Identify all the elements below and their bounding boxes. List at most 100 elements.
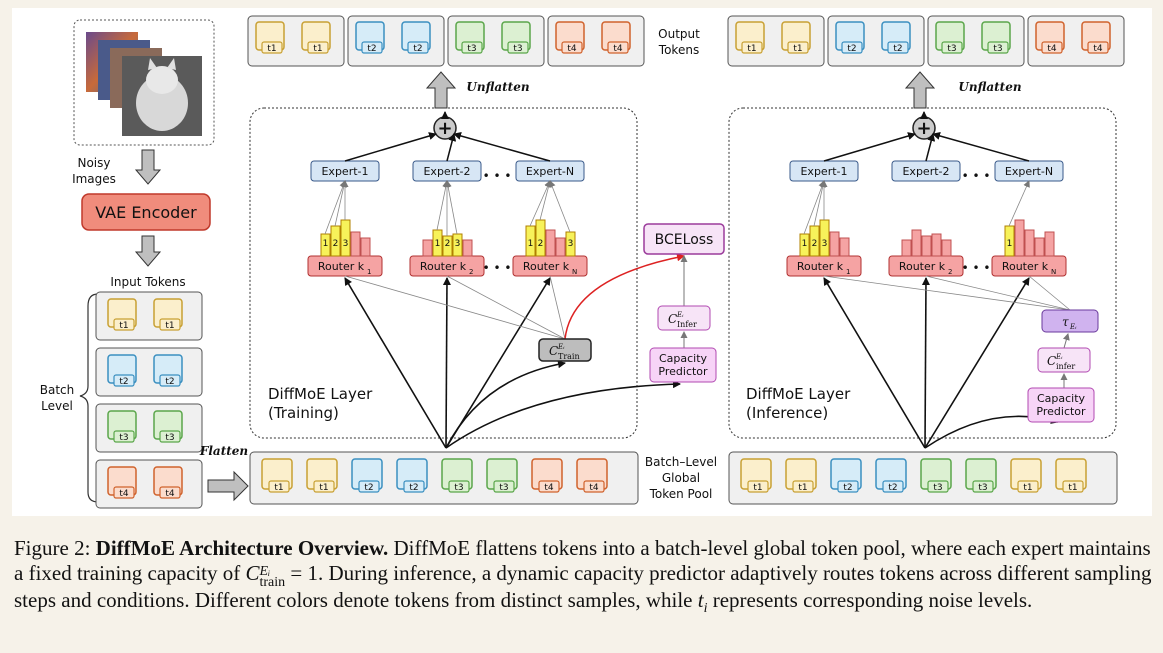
token-label: t4 — [613, 44, 623, 54]
router-score-bar — [340, 219, 351, 257]
pool-label-2: Global — [662, 471, 700, 485]
caption-bold: DiffMoE Architecture Overview. — [95, 536, 389, 560]
token-t1: t1 — [781, 21, 811, 54]
token-label: t2 — [367, 44, 376, 54]
token-label: t1 — [1068, 483, 1077, 493]
unflatten-label-inference: Unflatten — [958, 80, 1021, 94]
token-label: t1 — [267, 44, 276, 54]
router-sub: N — [572, 268, 577, 276]
token-t3: t3 — [965, 458, 997, 493]
rank-label: 1 — [528, 239, 534, 249]
rank-label: 2 — [333, 239, 339, 249]
router-score-bar — [1044, 231, 1055, 257]
router-score-bar — [442, 235, 453, 257]
router-label: Router k — [420, 260, 467, 273]
rank-label: 1 — [802, 239, 808, 249]
token-label: t4 — [567, 44, 577, 54]
token-label: t3 — [119, 433, 128, 443]
down-arrow-2 — [134, 235, 162, 267]
rank-label: 1 — [435, 239, 441, 249]
flatten-arrow — [207, 470, 249, 502]
token-label: t2 — [165, 377, 174, 387]
token-t1: t1 — [740, 458, 772, 493]
token-t3: t3 — [441, 458, 473, 493]
router-label: Router k — [899, 260, 946, 273]
token-label: t3 — [165, 433, 174, 443]
token-t4: t4 — [153, 466, 183, 499]
expert-label: Expert-2 — [902, 165, 949, 178]
figure-caption: Figure 2: DiffMoE Architecture Overview.… — [14, 536, 1154, 621]
c-infer-inference-sub: infer — [1056, 362, 1075, 371]
capacity-predictor-training-l2: Predictor — [658, 365, 708, 378]
token-t1: t1 — [735, 21, 765, 54]
token-t1: t1 — [306, 458, 338, 493]
rank-label: 1 — [323, 239, 329, 249]
c-infer-train-box — [657, 305, 711, 331]
token-t4: t4 — [531, 458, 563, 493]
router-score-bar — [931, 233, 942, 257]
caption-math-sup: Eᵢ — [259, 563, 271, 579]
tau-sub: Eᵢ — [1069, 323, 1077, 331]
caption-ti: t — [697, 587, 704, 612]
noisy-images-box — [73, 19, 215, 146]
token-label: t3 — [499, 483, 508, 493]
bceloss-label: BCELoss — [655, 232, 714, 248]
c-train-box — [538, 338, 592, 362]
token-t1: t1 — [261, 458, 293, 493]
router-sub: 1 — [846, 268, 850, 276]
token-label: t3 — [947, 44, 956, 54]
pool-label-1: Batch–Level — [645, 455, 717, 469]
vae-encoder-label: VAE Encoder — [95, 203, 197, 222]
token-label: t4 — [544, 483, 554, 493]
batch-label-1: Batch — [40, 383, 75, 397]
token-t1: t1 — [1055, 458, 1087, 493]
rank-label: 2 — [445, 239, 451, 249]
token-t2: t2 — [107, 354, 137, 387]
token-label: t3 — [993, 44, 1002, 54]
token-label: t2 — [413, 44, 422, 54]
router-score-bar — [432, 229, 443, 257]
pool-label-3: Token Pool — [649, 487, 713, 501]
router-label: Router k — [523, 260, 570, 273]
c-infer-train-sup: Eᵢ — [676, 311, 684, 319]
unflatten-arrow-inference — [904, 71, 936, 109]
router-score-bar — [839, 237, 850, 257]
token-label: t2 — [888, 483, 897, 493]
router-score-bar — [330, 225, 341, 257]
router-score-bar — [1004, 225, 1015, 257]
tau-label: τ — [1062, 315, 1069, 329]
output-tokens-label-1: Output — [658, 27, 700, 41]
capacity-predictor-inference-l1: Capacity — [1037, 392, 1086, 405]
token-t4: t4 — [107, 466, 137, 499]
router-score-bar — [525, 225, 536, 257]
capacity-predictor-inference — [1027, 387, 1095, 423]
token-t2: t2 — [830, 458, 862, 493]
token-label: t1 — [319, 483, 328, 493]
c-infer-train-label: C — [668, 312, 677, 326]
token-t1: t1 — [301, 21, 331, 54]
c-train-sub: Train — [558, 352, 580, 361]
capacity-predictor-inference-l2: Predictor — [1036, 405, 1086, 418]
caption-text1: DiffMoE flattens tokens into a batch-lev… — [14, 536, 1151, 585]
token-label: t1 — [165, 321, 174, 331]
caption-ti-sub: i — [703, 600, 708, 616]
rank-label: 2 — [812, 239, 818, 249]
token-label: t2 — [893, 44, 902, 54]
unflatten-label-training: Unflatten — [466, 80, 529, 94]
router-score-bar — [320, 233, 331, 257]
capacity-predictor-training-l1: Capacity — [659, 352, 708, 365]
rank-label: 3 — [343, 239, 349, 249]
token-t2: t2 — [835, 21, 865, 54]
router-sub: 2 — [469, 268, 473, 276]
router-score-bar — [921, 235, 932, 257]
token-t3: t3 — [153, 410, 183, 443]
router-score-bar — [360, 237, 371, 257]
token-t2: t2 — [875, 458, 907, 493]
batch-label-2: Level — [41, 399, 73, 413]
token-label: t4 — [589, 483, 599, 493]
router-score-bar — [350, 231, 361, 257]
router-score-bar — [809, 225, 820, 257]
token-t3: t3 — [455, 21, 485, 54]
